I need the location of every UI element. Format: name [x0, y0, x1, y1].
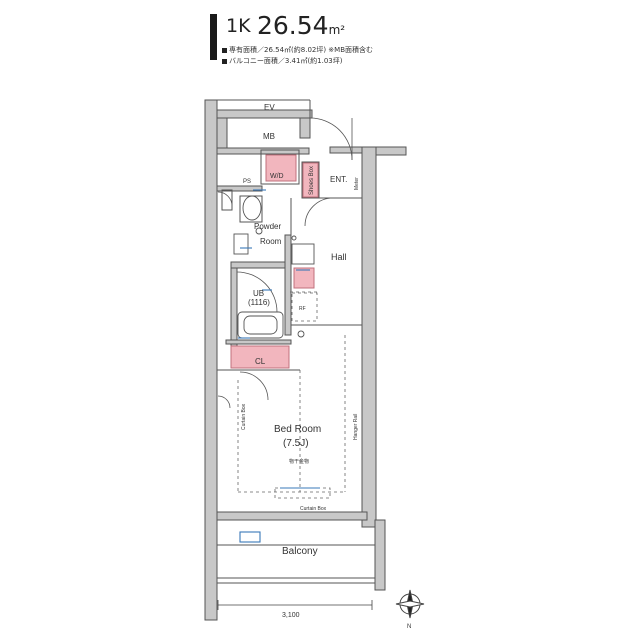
balcony-label: Balcony: [282, 546, 318, 557]
plan-lines: [217, 99, 375, 584]
toilet: [242, 195, 262, 221]
fixtures: [233, 195, 315, 339]
curtain-box-bottom-label: Curtain Box: [300, 506, 327, 512]
balcony-area-text: バルコニー面積／3.41㎡(約1.03坪): [229, 57, 343, 65]
balcony-area-note: バルコニー面積／3.41㎡(約1.03坪): [222, 56, 343, 66]
kitchen-sink: [293, 267, 315, 289]
unit-area-unit: m²: [328, 23, 346, 37]
shoe-box-label: Shoes Box: [309, 166, 315, 195]
powder-room-label: Room: [260, 237, 282, 246]
walls: [204, 99, 407, 621]
hall-label: Hall: [331, 252, 347, 262]
ub-size-label: (1116): [248, 298, 270, 307]
ev-label: EV: [264, 103, 275, 112]
unit-area-value: 26.54: [257, 11, 329, 40]
shoe-box: [302, 162, 319, 198]
bathtub-inner: [243, 315, 278, 335]
dimension-label: 3,100: [282, 612, 300, 619]
ent-label: ENT.: [330, 175, 347, 184]
bathtub: [237, 311, 284, 339]
north-label: N: [407, 624, 411, 630]
unit-type: 1K: [226, 15, 251, 37]
unit-area: 26.54m²: [257, 11, 345, 40]
closet: [230, 345, 290, 369]
blue-fixtures: [238, 189, 320, 543]
drying-rack-label: 物干金物: [289, 458, 309, 465]
rf-label: RF: [299, 306, 306, 312]
header-accent-bar: [210, 14, 217, 60]
bedroom-label: Bed Room: [274, 424, 321, 435]
bullet-square-icon: [222, 47, 227, 53]
bullet-square-icon: [222, 58, 227, 64]
floor-area-text: 専有面積／26.54㎡(約8.02坪) ※MB面積含む: [229, 46, 374, 54]
meter-label: Meter: [354, 177, 360, 190]
ps-label: PS: [243, 179, 251, 185]
powder-fan-icon: [255, 227, 263, 235]
wd-label: W/D: [270, 173, 284, 180]
floor-area-note: 専有面積／26.54㎡(約8.02坪) ※MB面積含む: [222, 45, 373, 55]
washer-space: [265, 154, 297, 182]
bedroom-size-label: (7.5J): [283, 438, 309, 449]
cl-label: CL: [255, 357, 266, 366]
door-swings: [217, 117, 353, 409]
hanger-rail-label: Hanger Rail: [353, 414, 359, 440]
dashed-guides: [237, 291, 346, 499]
mb-label: MB: [263, 132, 275, 141]
ub-label: UB: [253, 289, 264, 298]
curtain-box-left-label: Curtain Box: [241, 403, 247, 430]
north-compass-icon: [395, 589, 425, 619]
dimension-line: [217, 600, 373, 610]
powder-sink: [233, 233, 249, 255]
cooktop: [291, 243, 315, 265]
powder-label: Powder: [254, 222, 281, 231]
storage-highlights: [230, 154, 319, 369]
